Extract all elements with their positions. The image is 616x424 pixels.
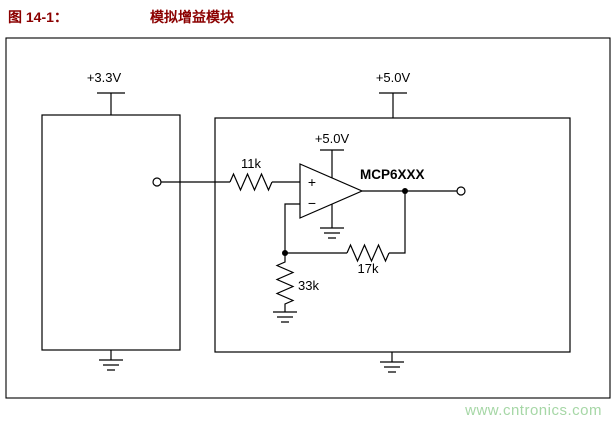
resistor-17k bbox=[346, 243, 390, 263]
opamp-part-number: MCP6XXX bbox=[360, 167, 425, 182]
output-terminal bbox=[456, 186, 466, 196]
figure-caption: 图 14-1： 模拟增益模块 bbox=[8, 7, 234, 27]
opamp-minus-input-icon: − bbox=[308, 195, 316, 211]
figure-label: 图 14-1： bbox=[8, 9, 68, 25]
watermark: www.cntronics.com bbox=[465, 402, 602, 419]
right-block-box bbox=[214, 117, 571, 353]
ground-right-box-icon bbox=[380, 352, 404, 373]
resistor-33k bbox=[275, 253, 295, 312]
supply-5v-box-symbol bbox=[379, 92, 407, 118]
resistor-33k-label: 33k bbox=[298, 278, 319, 293]
left-block-box bbox=[41, 114, 181, 351]
figure-title: 模拟增益模块 bbox=[150, 9, 234, 25]
supply-3v3-symbol bbox=[97, 92, 125, 115]
resistor-17k-label: 17k bbox=[358, 261, 379, 276]
feedback-wire bbox=[284, 191, 406, 254]
ground-opamp-icon bbox=[320, 204, 344, 239]
opamp-body bbox=[299, 163, 364, 219]
supply-5v-box-label: +5.0V bbox=[376, 70, 411, 85]
resistor-11k bbox=[229, 172, 273, 192]
supply-3v3-label: +3.3V bbox=[87, 70, 122, 85]
supply-5v-opamp-symbol bbox=[320, 149, 344, 178]
opamp-plus-input-icon: + bbox=[308, 174, 316, 190]
supply-5v-opamp-label: +5.0V bbox=[315, 131, 350, 146]
ground-left-box-icon bbox=[99, 350, 123, 371]
input-terminal bbox=[152, 177, 162, 187]
resistor-11k-label: 11k bbox=[241, 156, 261, 171]
